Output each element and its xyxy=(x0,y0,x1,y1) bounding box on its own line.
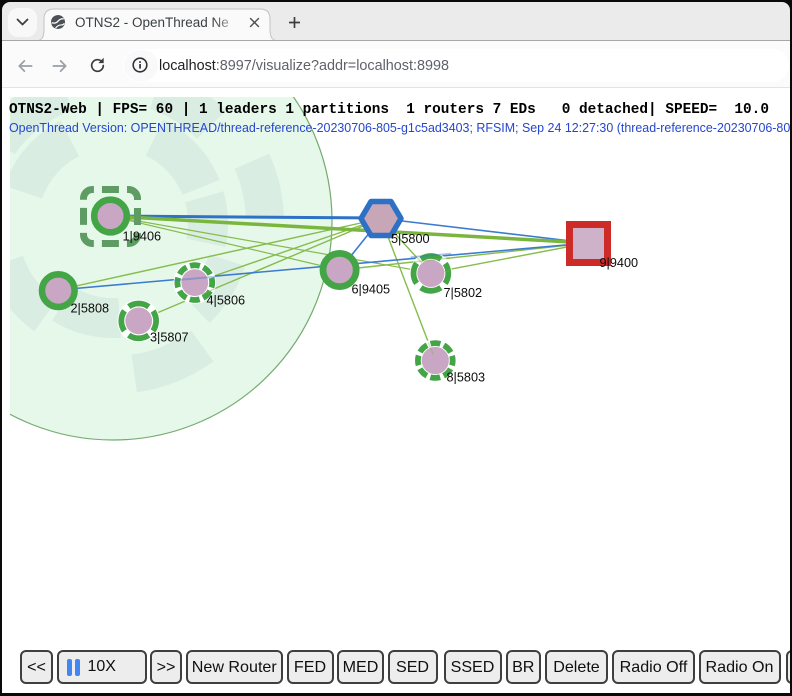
svg-text:9|9400: 9|9400 xyxy=(600,256,639,270)
svg-text:7|5802: 7|5802 xyxy=(444,286,483,300)
svg-text:6|9405: 6|9405 xyxy=(352,283,391,297)
svg-text:5|5800: 5|5800 xyxy=(391,232,430,246)
svg-text:8|5803: 8|5803 xyxy=(447,371,486,385)
svg-text:4|5806: 4|5806 xyxy=(207,294,246,308)
svg-text:2|5808: 2|5808 xyxy=(71,302,110,316)
svg-text:3|5807: 3|5807 xyxy=(150,331,189,345)
svg-text:1|9406: 1|9406 xyxy=(123,230,162,244)
